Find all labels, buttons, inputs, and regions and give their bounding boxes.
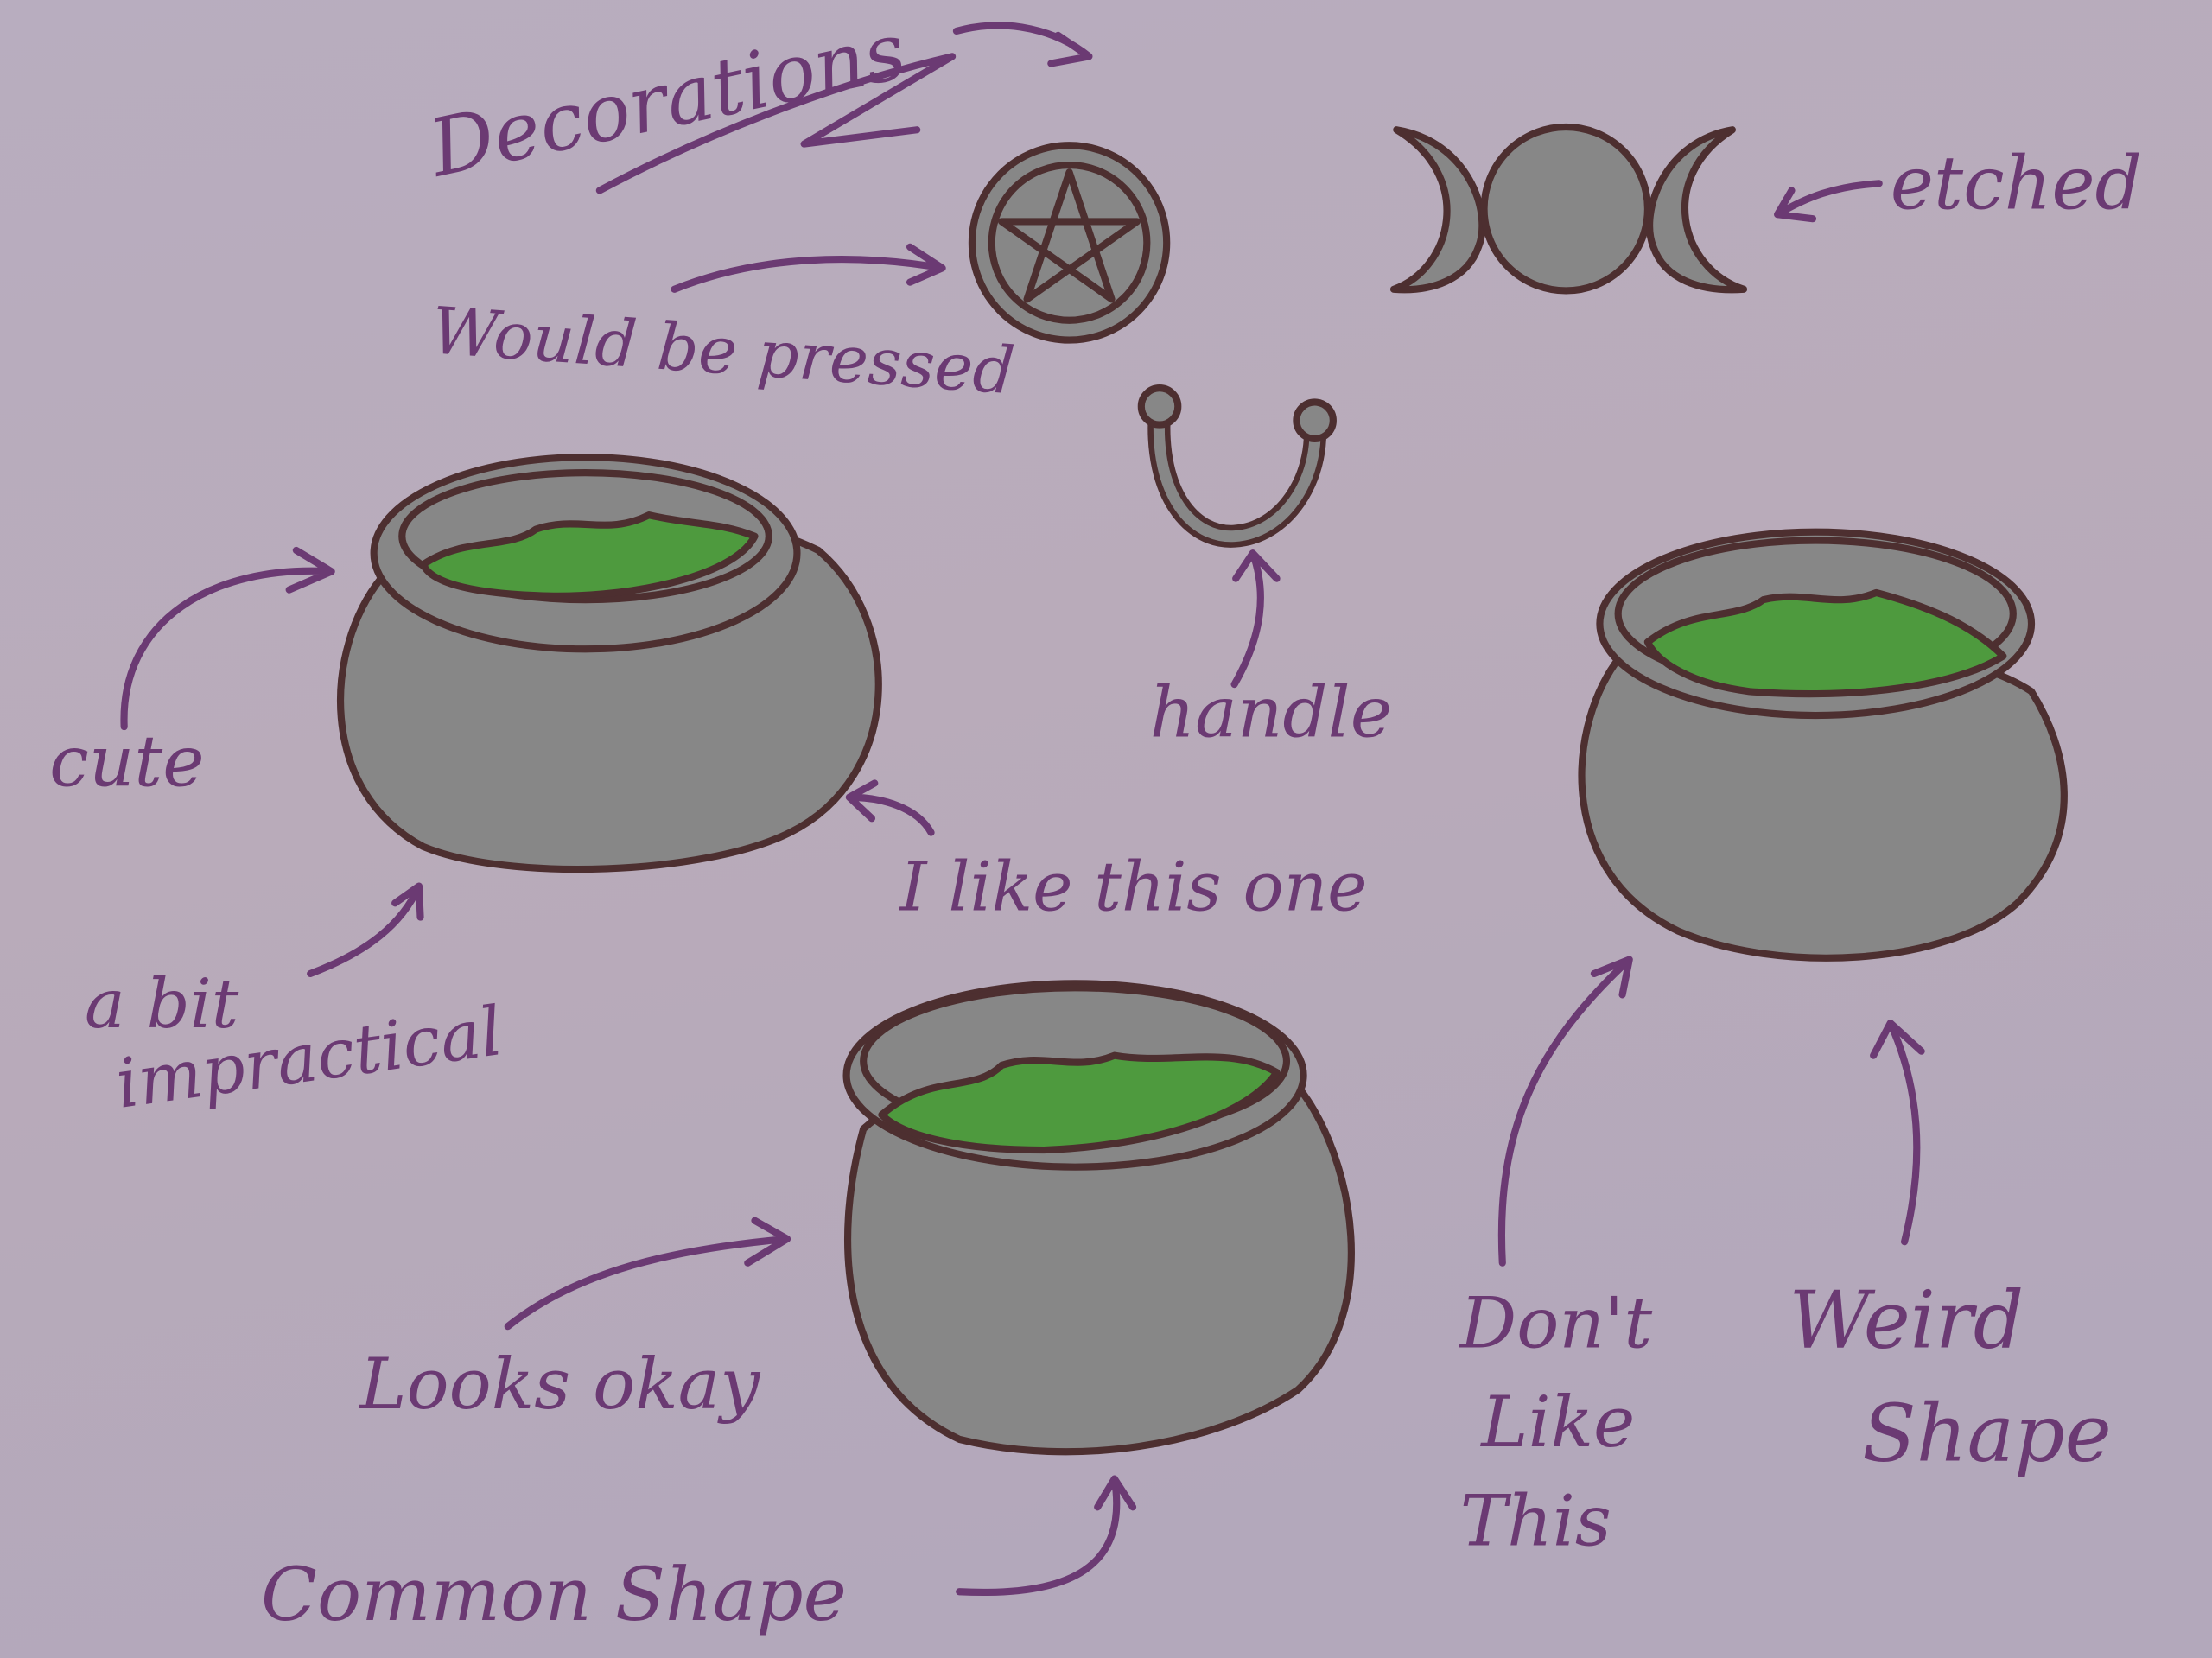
pen-stroke — [595, 53, 957, 194]
note-like: Like — [1479, 1382, 1635, 1464]
note-shape: Shape — [1862, 1387, 2112, 1479]
triple-moon-icon — [1389, 123, 1748, 295]
note-i-like-this-one: I like this one — [899, 848, 1368, 926]
cauldron-common — [842, 980, 1355, 1456]
arrow-common-shape — [956, 1475, 1137, 1597]
note-a-bit: a bit — [85, 965, 239, 1044]
arrow-pressed — [671, 243, 946, 293]
note-dont: Don't — [1459, 1283, 1653, 1365]
pentacle-icon — [968, 142, 1171, 344]
arrow-cute — [120, 546, 335, 731]
cauldron-cute — [337, 454, 882, 873]
note-etched: etched — [1891, 142, 2142, 227]
arrow-looks-okay — [504, 1217, 791, 1331]
note-weird: Weird — [1789, 1274, 2024, 1367]
arrow-dont-like — [1497, 956, 1633, 1267]
arrow-etched — [1774, 180, 1883, 223]
arrow-decorations — [952, 22, 1093, 67]
handle-sketch — [1137, 384, 1337, 548]
note-looks-okay: Looks okay — [358, 1344, 760, 1426]
arrow-handle — [1230, 549, 1281, 689]
note-common-shape: Common Shape — [261, 1553, 847, 1638]
arrow-weird-shape — [1870, 1019, 1925, 1246]
note-this: This — [1460, 1480, 1611, 1562]
note-handle: handle — [1150, 672, 1392, 754]
note-cute: cute — [49, 721, 204, 804]
arrow-impractical — [307, 882, 424, 977]
cauldron-weird — [1578, 528, 2068, 962]
arrow-like — [845, 779, 935, 836]
